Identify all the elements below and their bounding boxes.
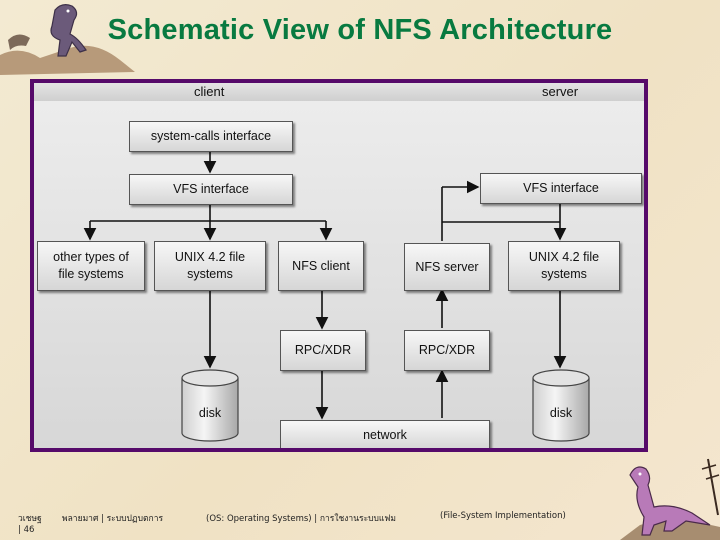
nfs-architecture-diagram: client server bbox=[34, 83, 644, 448]
client-vfs-interface-box: VFS interface bbox=[129, 174, 293, 205]
footer-page-number: | 46 bbox=[18, 525, 34, 535]
server-vfs-interface-box: VFS interface bbox=[480, 173, 642, 204]
client-disk-label: disk bbox=[181, 406, 239, 420]
nfs-server-box: NFS server bbox=[404, 243, 490, 291]
system-calls-interface-box: system-calls interface bbox=[129, 121, 293, 152]
slide-title: Schematic View of NFS Architecture bbox=[0, 14, 720, 47]
other-file-systems-box: other types of file systems bbox=[37, 241, 145, 291]
server-disk: disk bbox=[532, 369, 590, 443]
footer-affiliation: พลายมาศ | ระบบปฏบตการ bbox=[62, 511, 163, 525]
server-disk-label: disk bbox=[532, 406, 590, 420]
client-disk: disk bbox=[181, 369, 239, 443]
network-box: network bbox=[280, 420, 490, 448]
client-unix-file-systems-box: UNIX 4.2 file systems bbox=[154, 241, 266, 291]
dinosaur-illustration-bottom bbox=[620, 455, 720, 540]
footer-author: วเชษฐ bbox=[18, 511, 42, 525]
footer-course: (OS: Operating Systems) | การใชงานระบบแฟ… bbox=[206, 511, 396, 525]
footer-topic: (File-System Implementation) bbox=[440, 511, 566, 521]
client-rpc-xdr-box: RPC/XDR bbox=[280, 330, 366, 371]
nfs-client-box: NFS client bbox=[278, 241, 364, 291]
server-unix-file-systems-box: UNIX 4.2 file systems bbox=[508, 241, 620, 291]
server-rpc-xdr-box: RPC/XDR bbox=[404, 330, 490, 371]
